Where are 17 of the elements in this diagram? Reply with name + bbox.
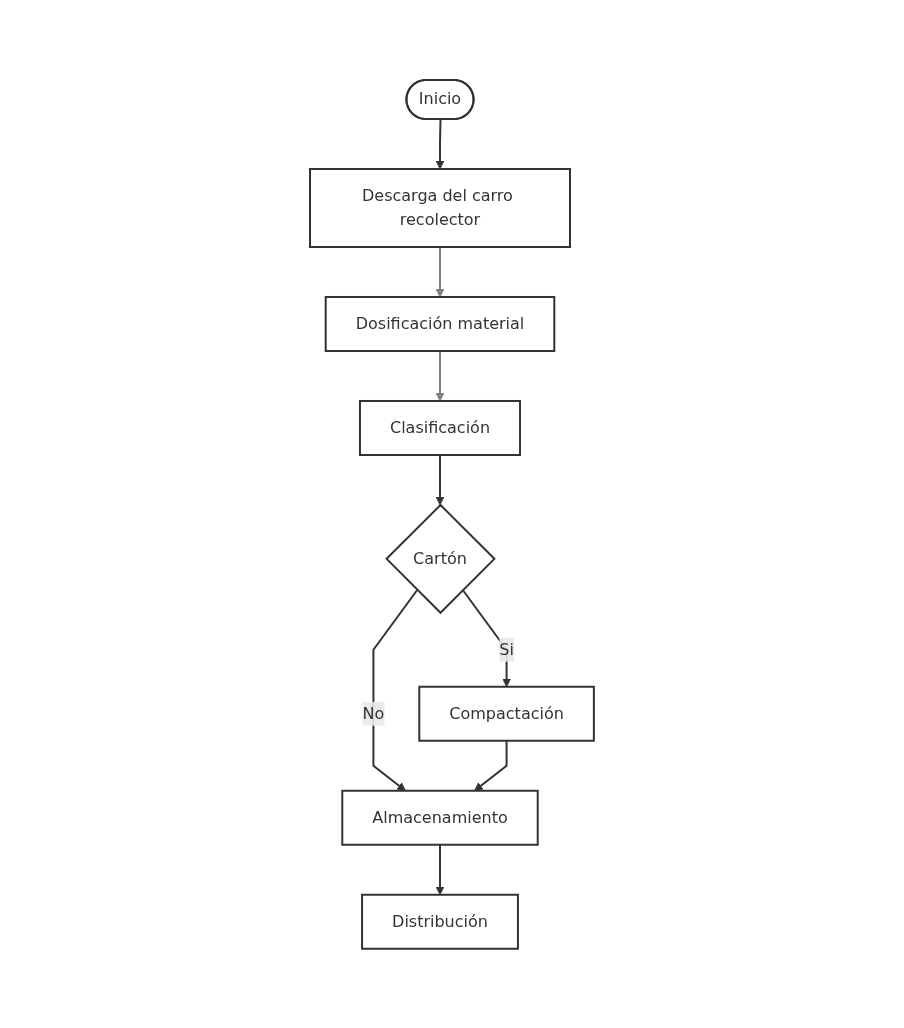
arrow [474, 739, 508, 791]
arrow [435, 245, 445, 297]
node-box: Dosificación material [324, 295, 556, 352]
node-box: Compactación [418, 685, 595, 742]
node-box: Almacenamiento [341, 789, 539, 846]
arrow [435, 118, 445, 169]
node-box: Clasificación [359, 399, 522, 456]
arrow [435, 453, 445, 505]
arrow [372, 588, 419, 791]
node-box: Descarga del carro recolector [309, 167, 572, 248]
edge-label: Si [499, 639, 514, 659]
node-diamond: Cartón [385, 503, 496, 614]
arrow [435, 349, 445, 401]
arrow [435, 843, 445, 895]
edge-label: No [362, 703, 385, 723]
node-box: Distribución [361, 893, 519, 950]
arrow [461, 588, 512, 687]
